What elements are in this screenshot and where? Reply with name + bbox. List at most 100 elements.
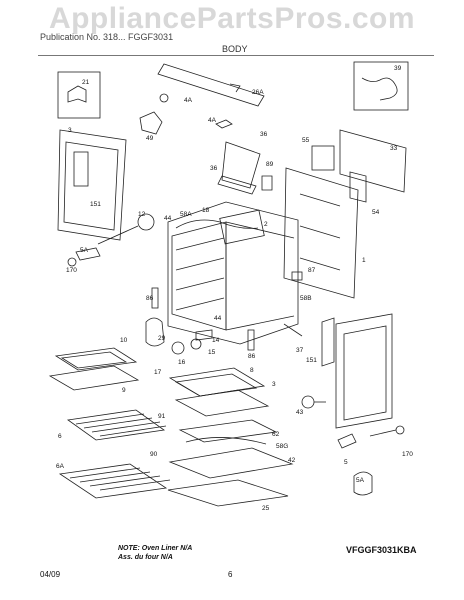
callout-label: 90	[150, 451, 158, 458]
callout-label: 170	[402, 451, 413, 458]
callout-label: 39	[394, 65, 402, 72]
part-151-bracket	[73, 151, 89, 187]
oven-liner-note: NOTE: Oven Liner N/A Ass. du four N/A	[118, 544, 192, 562]
part-6a-oven-rack	[58, 463, 171, 499]
callout-label: 26A	[252, 89, 264, 96]
callout-label: 86	[248, 353, 256, 360]
part-49-clip	[139, 111, 163, 135]
part-3-right-panel	[335, 313, 393, 429]
callout-label: 16	[178, 359, 186, 366]
section-title: BODY	[222, 44, 248, 54]
part-62-baffle	[178, 419, 278, 443]
callout-label: 12	[138, 211, 146, 218]
part-26a-strip	[157, 63, 265, 107]
callout-label: 55	[302, 137, 310, 144]
callout-label: 36	[260, 131, 268, 138]
part-2-plate	[219, 209, 265, 245]
part-5a-clamp	[75, 247, 101, 261]
callout-label: 17	[154, 369, 162, 376]
inset-box-part-21	[57, 71, 101, 119]
part-3-side-panel	[57, 129, 127, 241]
callout-label: 58A	[180, 211, 192, 218]
part-43-screw	[301, 395, 315, 409]
callout-label: 87	[308, 267, 316, 274]
part-1-rear-wall	[283, 167, 359, 299]
diagram-code: VFGGF3031KBA	[346, 545, 417, 555]
part-29-cover	[145, 317, 165, 347]
callout-label: 42	[288, 457, 296, 464]
callout-label: 5A	[356, 477, 365, 484]
part-25-base-plate	[167, 479, 289, 507]
part-86-right-hinge	[247, 329, 255, 351]
callout-label: 44	[214, 315, 222, 322]
callout-label: 10	[120, 337, 128, 344]
part-10-broiler-pan	[54, 347, 138, 371]
part-89-tab	[261, 175, 273, 191]
part-5-clamp	[337, 433, 357, 449]
footer-page-number: 6	[228, 570, 233, 579]
callout-label: 6A	[56, 463, 65, 470]
callout-label: 2	[264, 221, 268, 228]
part-3-bottom-tray	[174, 389, 270, 417]
callout-label: 4A	[184, 97, 193, 104]
callout-label: 89	[266, 161, 274, 168]
callout-label: 25	[262, 505, 270, 512]
callout-label: 1	[362, 257, 366, 264]
callout-label: 14	[212, 337, 220, 344]
part-58a-insulation	[175, 219, 259, 229]
callout-label: 5A	[80, 247, 89, 254]
inset-box-part-39	[353, 61, 409, 111]
model-line: Publication No. 318... FGGF3031	[40, 32, 174, 42]
callout-label: 8	[250, 367, 254, 374]
callout-label: 49	[146, 135, 154, 142]
part-42-burner-box	[168, 447, 294, 479]
callout-label: 151	[90, 201, 101, 208]
note-line-french: Ass. du four N/A	[118, 554, 173, 561]
callout-label: 9	[122, 387, 126, 394]
callout-label: 37	[296, 347, 304, 354]
callout-label: 4A	[208, 117, 217, 124]
part-4a-screw	[159, 93, 169, 103]
callout-label: 54	[372, 209, 380, 216]
part-54-bracket	[349, 171, 367, 203]
callout-label: 5	[344, 459, 348, 466]
part-37-pin	[283, 323, 303, 337]
watermark: AppliancePartsPros.com	[48, 2, 416, 35]
note-line-english: NOTE: Oven Liner N/A	[118, 545, 193, 552]
part-170-screw	[67, 257, 77, 267]
part-36-vent	[221, 141, 261, 189]
part-33-back-panel	[339, 129, 407, 193]
part-15-knob	[190, 338, 202, 350]
part-12-valve	[137, 213, 155, 231]
oven-body-front	[167, 201, 299, 345]
callout-label: 15	[208, 349, 216, 356]
callout-label: 33	[390, 145, 398, 152]
part-58g-insulation	[185, 437, 267, 445]
part-6-oven-rack	[66, 409, 167, 441]
part-55-cover	[311, 145, 335, 171]
callout-labels: 21 26A 39 3 4A 49 36 4A 36 55 33 89 151 …	[56, 65, 413, 512]
callout-label: 44	[164, 215, 172, 222]
oven-body-cavity	[171, 221, 227, 331]
footer-date: 04/09	[40, 570, 61, 579]
part-87-connector	[291, 271, 303, 281]
part-16-knob	[171, 341, 185, 355]
part-151-right-bracket	[321, 317, 335, 367]
callout-label: 29	[158, 335, 166, 342]
callout-label: 21	[82, 79, 90, 86]
callout-label: 86	[146, 295, 154, 302]
callout-label: 18	[202, 207, 210, 214]
callout-label: 3	[68, 127, 72, 134]
callout-label: 58B	[300, 295, 312, 302]
callout-label: 3	[272, 381, 276, 388]
callout-label: 62	[272, 431, 280, 438]
part-14-clip	[195, 329, 213, 341]
callout-label: 36	[210, 165, 218, 172]
header-rule	[38, 55, 434, 56]
callout-label: 151	[306, 357, 317, 364]
part-21-bracket	[67, 85, 87, 103]
callout-label: 43	[296, 409, 304, 416]
part-9-tray	[48, 365, 140, 391]
part-39-wire	[361, 77, 398, 101]
